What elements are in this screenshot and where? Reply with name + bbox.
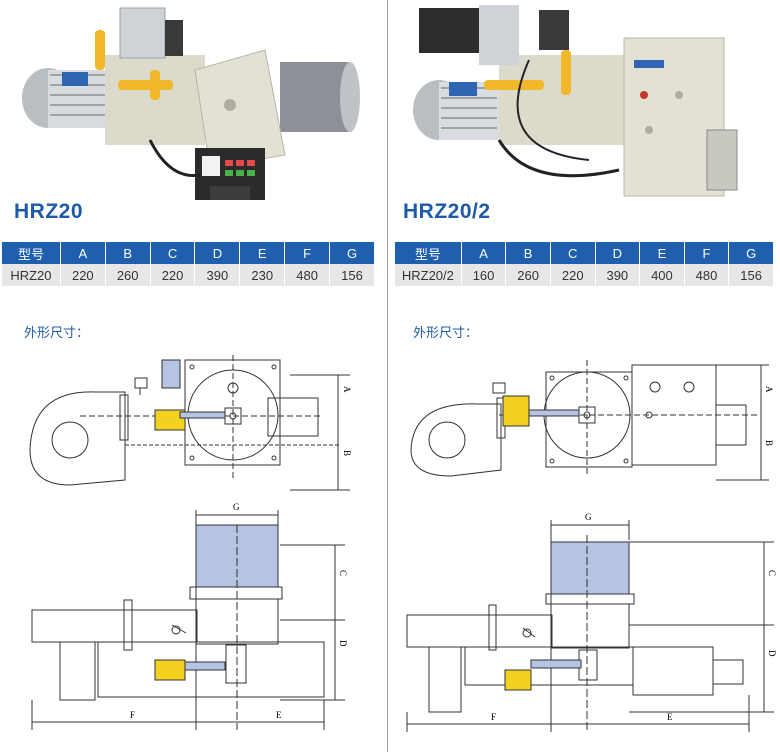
table-cell: 156 [728, 264, 773, 286]
table-header-cell: C [150, 242, 196, 264]
burner-photo-hrz20-2 [389, 0, 780, 200]
table-header-row: 型号 A B C D E F G [395, 242, 773, 264]
table-header-cell: G [329, 242, 374, 264]
dim-e-label: E [276, 710, 282, 720]
spec-table: 型号 A B C D E F G HRZ20 220 260 220 390 2… [2, 242, 374, 286]
table-header-row: 型号 A B C D E F G [2, 242, 374, 264]
table-header-cell: A [60, 242, 106, 264]
table-header-cell: B [505, 242, 551, 264]
dim-b-label: B [342, 450, 352, 456]
model-title: HRZ20 [14, 200, 84, 223]
model-title: HRZ20/2 [403, 200, 491, 223]
table-cell: 390 [194, 264, 241, 286]
dim-g-label: G [585, 512, 592, 522]
burner-photo-hrz20 [0, 0, 388, 200]
table-row: HRZ20 220 260 220 390 230 480 156 [2, 264, 374, 286]
top-view-drawing: A B [29, 355, 352, 491]
table-header-cell: F [684, 242, 730, 264]
table-header-cell: D [194, 242, 241, 264]
table-header-cell: E [639, 242, 685, 264]
dim-d-label: D [767, 650, 777, 657]
table-header-cell: E [239, 242, 286, 264]
table-cell: 220 [550, 264, 596, 286]
side-view-drawing: G C D F E [31, 502, 348, 730]
table-header-cell: D [595, 242, 641, 264]
table-row: HRZ20/2 160 260 220 390 400 480 156 [395, 264, 773, 286]
table-cell: 220 [150, 264, 196, 286]
table-cell: HRZ20/2 [395, 264, 462, 286]
dim-f-label: F [491, 712, 496, 722]
table-cell: 480 [684, 264, 730, 286]
dimension-label: 外形尺寸： [413, 326, 479, 341]
panel-divider [387, 0, 388, 752]
top-view-drawing: A B [410, 360, 774, 481]
table-cell: 260 [505, 264, 551, 286]
dim-a-label: A [342, 386, 352, 393]
dim-c-label: C [767, 570, 777, 576]
dim-c-label: C [338, 570, 348, 576]
table-cell: 160 [461, 264, 507, 286]
table-header-cell: G [728, 242, 773, 264]
table-cell: 400 [639, 264, 685, 286]
dim-a-label: A [764, 386, 774, 393]
table-cell: 220 [60, 264, 106, 286]
dim-e-label: E [667, 712, 673, 722]
table-header-cell: A [461, 242, 507, 264]
dim-f-label: F [130, 710, 135, 720]
dimension-label: 外形尺寸： [24, 326, 90, 341]
table-cell: 260 [105, 264, 151, 286]
table-cell: 230 [239, 264, 286, 286]
table-header-cell: 型号 [2, 242, 61, 264]
panel-hrz20-2: HRZ20/2 型号 A B C D E F G HRZ20/2 160 260… [389, 0, 780, 752]
table-header-cell: B [105, 242, 151, 264]
table-cell: 156 [329, 264, 374, 286]
table-cell: HRZ20 [2, 264, 61, 286]
dim-b-label: B [764, 440, 774, 446]
panel-hrz20: HRZ20 型号 A B C D E F G HRZ20 220 260 220… [0, 0, 388, 752]
table-cell: 480 [284, 264, 331, 286]
dim-d-label: D [338, 640, 348, 647]
spec-table: 型号 A B C D E F G HRZ20/2 160 260 220 390… [395, 242, 773, 286]
dim-g-label: G [233, 502, 240, 512]
table-header-cell: F [284, 242, 331, 264]
table-header-cell: 型号 [395, 242, 462, 264]
table-cell: 390 [595, 264, 641, 286]
side-view-drawing: G C D F E [406, 512, 777, 732]
table-header-cell: C [550, 242, 596, 264]
